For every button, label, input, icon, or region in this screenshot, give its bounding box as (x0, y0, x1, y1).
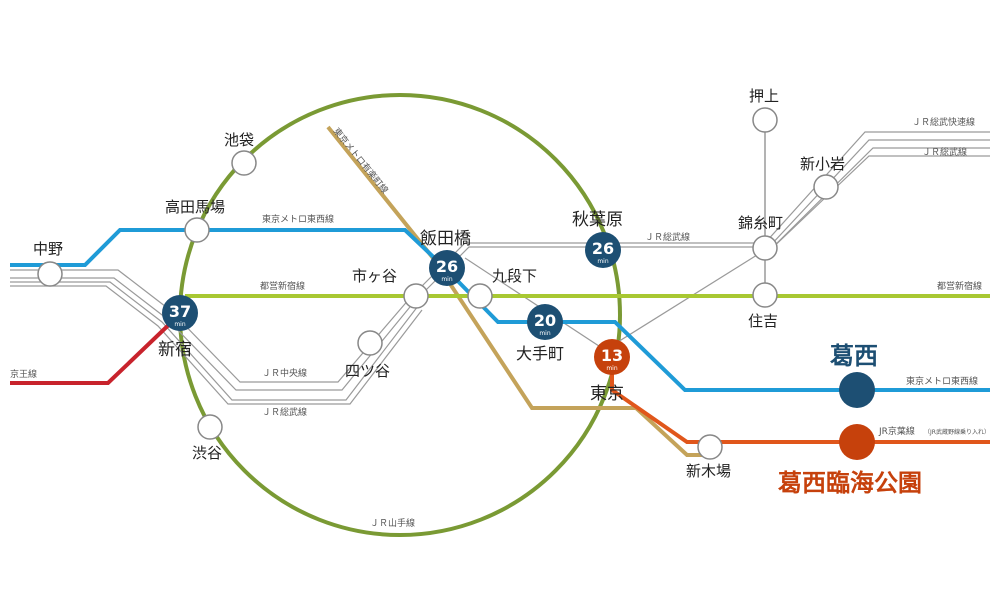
svg-text:26: 26 (592, 239, 614, 258)
station-marker-takadanobaba (184, 217, 210, 243)
line-label-keiyo: JR京葉線 (878, 425, 915, 437)
station-label-kudanshita: 九段下 (492, 267, 537, 285)
station-marker-ichigaya (403, 283, 429, 309)
line-label-sobu-right: ＪＲ総武線 (922, 146, 967, 158)
station-marker-kinshicho (752, 235, 778, 261)
station-label-tokyo: 東京 (590, 384, 624, 404)
destination-label-kasai: 葛西 (830, 341, 878, 370)
svg-text:min: min (441, 276, 453, 283)
station-label-iidabashi: 飯田橋 (420, 229, 471, 249)
time-badge-iidabashi: 26 min (429, 250, 465, 286)
station-label-shinjuku: 新宿 (158, 340, 192, 360)
svg-text:13: 13 (601, 346, 623, 365)
station-label-akihabara: 秋葉原 (572, 210, 623, 230)
station-marker-oshiage (752, 107, 778, 133)
line-label-tozai-top: 東京メトロ東西線 (262, 213, 334, 225)
svg-text:min: min (606, 365, 618, 372)
station-marker-shinkiba (697, 434, 723, 460)
line-label-tozai-right: 東京メトロ東西線 (906, 375, 978, 387)
station-label-yotsuya: 四ツ谷 (345, 362, 390, 380)
station-marker-nakano (37, 261, 63, 287)
svg-text:min: min (539, 330, 551, 337)
keio-line (10, 314, 180, 385)
line-label-yamanote: ＪＲ山手線 (370, 517, 415, 529)
station-markers (37, 107, 839, 460)
station-label-sumiyoshi: 住吉 (748, 312, 778, 330)
station-marker-yotsuya (357, 330, 383, 356)
line-label-sobu-left: ＪＲ総武線 (262, 406, 307, 418)
station-label-shibuya: 渋谷 (192, 444, 222, 462)
line-label-sobu-mid: ＪＲ総武線 (645, 231, 690, 243)
station-label-ichigaya: 市ヶ谷 (352, 267, 397, 285)
time-badge-tokyo: 13 min (594, 339, 630, 375)
line-label-chuo: ＪＲ中央線 (262, 367, 307, 379)
line-label-keio: 京王線 (10, 368, 37, 380)
station-marker-shibuya (197, 414, 223, 440)
line-label-shinjuku-left: 都営新宿線 (260, 280, 305, 292)
station-marker-ikebukuro (231, 150, 257, 176)
svg-text:37: 37 (169, 302, 191, 321)
station-label-shinkoiwa: 新小岩 (800, 155, 845, 173)
destination-label-kasai-rinkai: 葛西臨海公園 (778, 468, 922, 497)
yurakucho-line (326, 125, 710, 457)
station-label-kinshicho: 錦糸町 (738, 214, 783, 232)
station-label-nakano: 中野 (33, 240, 63, 258)
station-marker-shinkoiwa (813, 174, 839, 200)
station-marker-sumiyoshi (752, 282, 778, 308)
line-label-sobu-rapid: ＪＲ総武快速線 (912, 116, 975, 128)
line-label-keiyo-note: （JR武蔵野線乗り入れ） (924, 428, 990, 436)
station-label-takadanobaba: 高田馬場 (165, 198, 225, 216)
line-label-yurakucho: 東京メトロ有楽町線 (331, 125, 391, 196)
station-label-ikebukuro: 池袋 (224, 131, 254, 149)
time-badge-akihabara: 26 min (585, 232, 621, 268)
svg-text:min: min (597, 258, 609, 265)
station-label-shinkiba: 新木場 (686, 462, 731, 480)
svg-text:26: 26 (436, 257, 458, 276)
destination-marker-kasai (839, 372, 875, 408)
svg-text:20: 20 (534, 311, 556, 330)
svg-text:min: min (174, 321, 186, 328)
time-badge-otemachi: 20 min (527, 304, 563, 340)
station-label-oshiage: 押上 (749, 87, 779, 105)
keiyo-line (610, 370, 990, 444)
time-badge-shinjuku: 37 min (162, 295, 198, 331)
destination-marker-kasai-rinkai (839, 424, 875, 460)
station-label-otemachi: 大手町 (516, 344, 564, 363)
line-label-shinjuku-right: 都営新宿線 (937, 280, 982, 292)
station-marker-kudanshita (467, 283, 493, 309)
